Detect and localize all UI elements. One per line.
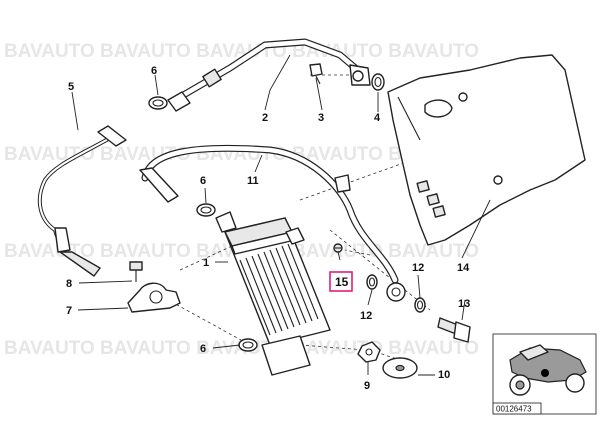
callout-15: 15 [335,275,349,289]
motorcycle-icon [509,344,587,396]
part-1-oil-cooler [215,211,331,376]
callout-15-highlight [329,271,353,292]
callout-6-top: 6 [151,65,157,77]
callout-10: 10 [438,369,450,381]
part-4-sealing-ring [371,73,385,91]
part-10-washer [382,357,418,379]
callout-7: 7 [66,305,72,317]
part-11-lower-oil-pipe [139,144,406,302]
diagram-number: 00126473 [496,405,532,414]
part-6-hose-clamp-middle [196,203,216,217]
part-3-bolt [309,63,323,85]
part-15-screw [333,243,343,253]
watermark-row-1: BAVAUTO BAVAUTO BAVAUTO BAVAUTO BAVAUTO [4,41,479,62]
part-9-nut [357,341,381,363]
callout-5: 5 [68,81,74,93]
cooler-fins [239,243,319,336]
watermark-row-2: BAVAUTO BAVAUTO BAVAUTO BAVAUTO BAVAUTO [4,144,479,165]
part-6-hose-clamp-top [148,96,168,110]
callout-6-middle: 6 [200,175,206,187]
callout-14: 14 [457,262,470,274]
part-5-sensor-cable [37,125,127,277]
reference-thumbnail: 00126473 [492,333,597,415]
part-12-sealing-ring-left [366,274,378,290]
part-6-hose-clamp-bottom [238,338,258,352]
part-2-upper-oil-pipe [167,38,371,112]
callout-11: 11 [247,175,259,187]
location-marker-icon [541,369,549,377]
diagram-number-box [492,402,542,415]
callout-12-right: 12 [412,262,424,274]
part-8-screw [129,261,143,282]
callout-1: 1 [203,257,209,269]
leader-lines [71,54,491,376]
callout-8: 8 [66,278,72,290]
callout-2: 2 [262,112,268,124]
part-13-banjo-bolt [437,317,471,343]
callouts: 2 3 4 5 6 6 6 11 1 8 7 15 12 12 13 14 9 … [66,65,470,392]
callout-9: 9 [364,380,370,392]
part-7-clamp-bracket [127,282,181,313]
callout-13: 13 [458,298,470,310]
part-14-cover-panel [387,54,586,246]
callout-3: 3 [318,112,324,124]
callout-12-left: 12 [360,310,372,322]
callout-6-bottom: 6 [200,343,206,355]
part-12-sealing-ring-right [414,297,426,313]
callout-4: 4 [374,112,381,124]
